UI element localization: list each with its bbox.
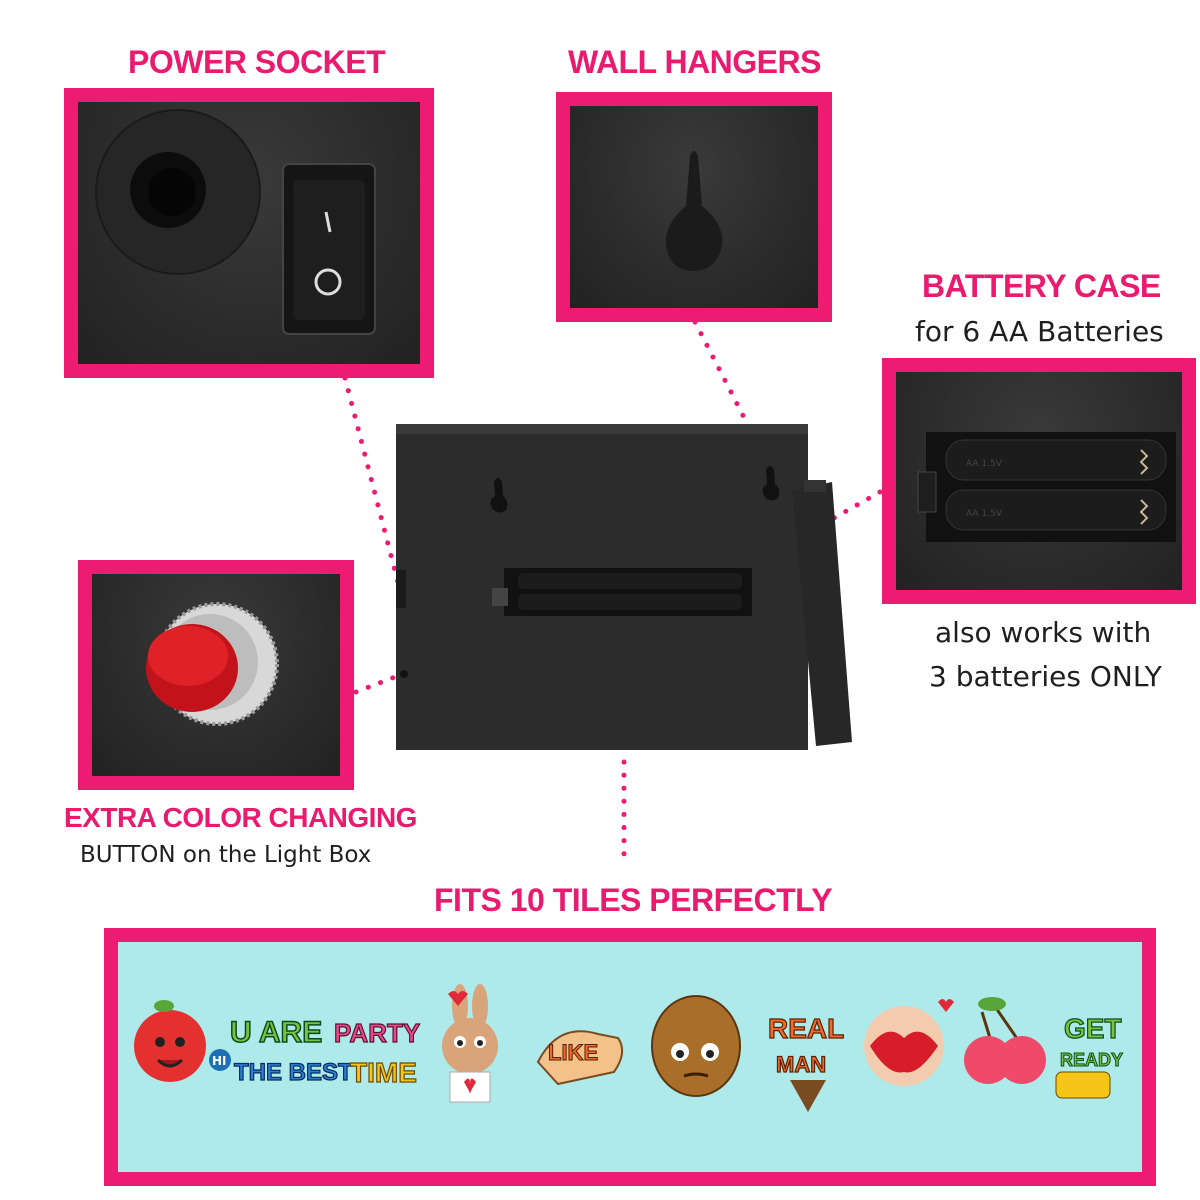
keyhole-icon xyxy=(665,151,723,271)
wall-hangers-panel xyxy=(556,92,832,322)
real-text: REAL xyxy=(768,1013,844,1044)
time-text: TIME xyxy=(350,1057,417,1088)
cherries-tile xyxy=(964,997,1046,1084)
the-best-text: THE BEST xyxy=(234,1059,353,1086)
party-text: PARTY xyxy=(334,1018,420,1048)
fits-tiles-heading: FITS 10 TILES PERFECTLY xyxy=(434,882,833,918)
apple-tile: HI xyxy=(134,1000,231,1082)
battery-text-2: AA 1.5V xyxy=(966,509,1003,519)
wall-hangers-heading: WALL HANGERS xyxy=(568,44,821,80)
like-tile: LIKE xyxy=(536,1030,624,1086)
u-are-the-best-tile: U ARE THE BEST xyxy=(229,1015,353,1086)
extra-color-heading: EXTRA COLOR CHANGING xyxy=(64,802,417,833)
lips-tile xyxy=(864,999,954,1086)
light-box-back xyxy=(396,424,852,750)
party-time-tile: PARTY TIME xyxy=(333,1017,420,1088)
battery-case-panel: AA 1.5V AA 1.5V xyxy=(882,358,1196,604)
also-works-line-2: 3 batteries ONLY xyxy=(929,660,1162,693)
bunny-tile xyxy=(442,984,498,1103)
like-text: LIKE xyxy=(548,1040,598,1065)
get-ready-tile: GET READY xyxy=(1055,1012,1124,1099)
hanger-hole-left xyxy=(490,478,508,513)
battery-case-subtitle: for 6 AA Batteries xyxy=(915,315,1164,348)
battery-case-heading: BATTERY CASE xyxy=(922,268,1161,304)
battery-art: AA 1.5V AA 1.5V xyxy=(917,432,1176,542)
tiles-panel: HI U ARE THE BEST PARTY TIME LIKE xyxy=(104,928,1156,1186)
side-button xyxy=(400,670,408,678)
battery-text-1: AA 1.5V xyxy=(966,459,1003,469)
hanger-hole-right xyxy=(762,466,780,501)
color-button-art xyxy=(146,602,279,726)
extra-color-subtitle: BUTTON on the Light Box xyxy=(80,842,372,868)
man-text: MAN xyxy=(776,1052,826,1077)
get-text: GET xyxy=(1064,1013,1122,1044)
battery-cover xyxy=(792,482,852,746)
power-socket-art xyxy=(95,109,376,335)
power-socket-heading: POWER SOCKET xyxy=(128,44,386,80)
apple-tile-text: HI xyxy=(212,1054,227,1068)
kiwi-tile xyxy=(651,995,741,1097)
wall-hanger-art xyxy=(665,151,723,271)
color-button-panel xyxy=(78,560,354,790)
switch-rocker xyxy=(293,180,365,320)
u-are-text: U ARE xyxy=(230,1016,322,1049)
power-socket-panel xyxy=(64,88,434,378)
ready-text: READY xyxy=(1060,1050,1123,1070)
real-man-tile: REAL MAN xyxy=(767,1012,845,1112)
also-works-line-1: also works with xyxy=(935,616,1152,649)
tiles-strip: HI U ARE THE BEST PARTY TIME LIKE xyxy=(134,984,1124,1112)
